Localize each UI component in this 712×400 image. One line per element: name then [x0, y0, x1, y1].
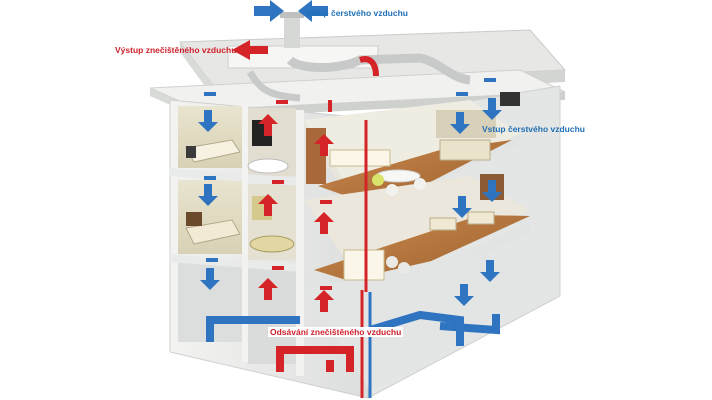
arrow-up-icon — [258, 278, 278, 300]
fresh-air-inlet-arrows — [254, 0, 328, 22]
fresh-air-supply-arrows — [198, 98, 502, 306]
polluted-air-outlet-arrow-icon — [232, 40, 268, 60]
arrow-down-icon — [454, 284, 474, 306]
fresh-air-inlet-top-label: Vstup čerstvého vzduchu — [305, 8, 408, 18]
arrow-up-icon — [258, 194, 278, 216]
polluted-air-outlet-label: Výstup znečištěného vzduchu — [115, 45, 237, 55]
polluted-air-extraction-label: Odsávání znečištěného vzduchu — [268, 327, 404, 337]
arrow-up-icon — [314, 290, 334, 312]
arrow-down-icon — [482, 180, 502, 202]
arrow-down-icon — [198, 184, 218, 206]
arrow-down-icon — [452, 196, 472, 218]
arrow-down-icon — [198, 110, 218, 132]
arrow-down-icon — [450, 112, 470, 134]
fresh-air-inlet-side-label: Vstup čerstvého vzduchu — [482, 124, 585, 134]
arrow-up-icon — [314, 212, 334, 234]
arrow-right-icon — [254, 0, 284, 22]
vents — [204, 78, 496, 290]
polluted-air-extraction-arrows — [258, 114, 334, 312]
arrow-up-icon — [258, 114, 278, 136]
basement-ducts — [206, 120, 500, 398]
arrow-down-icon — [480, 260, 500, 282]
arrow-down-icon — [200, 268, 220, 290]
arrow-up-icon — [314, 134, 334, 156]
arrow-down-icon — [482, 98, 502, 120]
arrow-left-icon — [298, 0, 328, 22]
